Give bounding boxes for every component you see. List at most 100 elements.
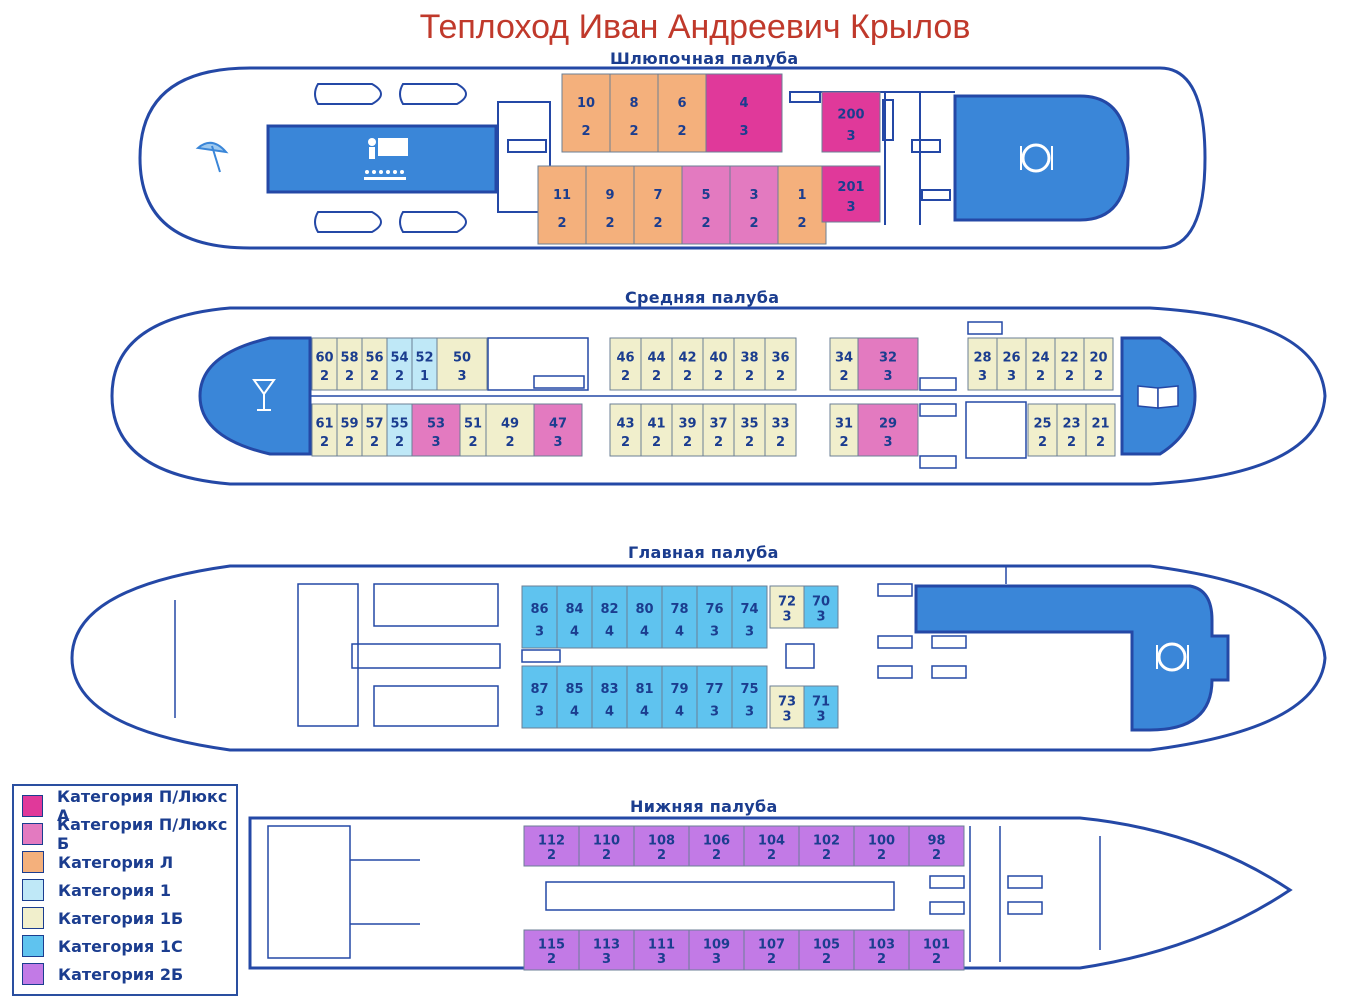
cabin-fill bbox=[688, 825, 745, 867]
cabin-number: 26 bbox=[1002, 350, 1020, 365]
cabin-79[interactable]: 794 bbox=[661, 665, 698, 729]
cabin-1[interactable]: 12 bbox=[777, 165, 827, 245]
cabin-number: 3 bbox=[749, 188, 758, 203]
cabin-21[interactable]: 212 bbox=[1085, 403, 1116, 457]
cabin-54[interactable]: 542 bbox=[386, 337, 413, 391]
cabin-77[interactable]: 773 bbox=[696, 665, 733, 729]
cabin-40[interactable]: 402 bbox=[702, 337, 735, 391]
cabin-11[interactable]: 112 bbox=[537, 165, 587, 245]
cabin-71[interactable]: 713 bbox=[803, 685, 839, 729]
cabin-fill bbox=[633, 929, 690, 971]
cabin-25[interactable]: 252 bbox=[1027, 403, 1058, 457]
cabin-number: 28 bbox=[973, 350, 991, 365]
cabin-53[interactable]: 533 bbox=[411, 403, 461, 457]
cabin-22[interactable]: 222 bbox=[1054, 337, 1085, 391]
cabin-5[interactable]: 52 bbox=[681, 165, 731, 245]
cabin-82[interactable]: 824 bbox=[591, 585, 628, 649]
cabin-85[interactable]: 854 bbox=[556, 665, 593, 729]
cabin-28[interactable]: 283 bbox=[967, 337, 998, 391]
cabin-42[interactable]: 422 bbox=[671, 337, 704, 391]
cabin-55[interactable]: 552 bbox=[386, 403, 413, 457]
legend-item: Категория 1Б bbox=[22, 906, 183, 930]
cabin-47[interactable]: 473 bbox=[533, 403, 583, 457]
cabin-fill bbox=[661, 585, 698, 649]
cabin-berths: 2 bbox=[839, 435, 848, 450]
cabin-38[interactable]: 382 bbox=[733, 337, 766, 391]
cabin-39[interactable]: 392 bbox=[671, 403, 704, 457]
cabin-24[interactable]: 242 bbox=[1025, 337, 1056, 391]
cabin-41[interactable]: 412 bbox=[640, 403, 673, 457]
cabin-74[interactable]: 743 bbox=[731, 585, 768, 649]
cabin-berths: 3 bbox=[816, 710, 825, 725]
cabin-51[interactable]: 512 bbox=[459, 403, 487, 457]
cabin-6[interactable]: 62 bbox=[657, 73, 707, 153]
cabin-berths: 2 bbox=[657, 848, 666, 863]
cabin-37[interactable]: 372 bbox=[702, 403, 735, 457]
cabin-57[interactable]: 572 bbox=[361, 403, 388, 457]
cabin-43[interactable]: 432 bbox=[609, 403, 642, 457]
cabin-46[interactable]: 462 bbox=[609, 337, 642, 391]
cabin-56[interactable]: 562 bbox=[361, 337, 388, 391]
cabin-fill bbox=[967, 337, 998, 391]
cabin-23[interactable]: 232 bbox=[1056, 403, 1087, 457]
cabin-72[interactable]: 723 bbox=[769, 585, 805, 629]
cabin-75[interactable]: 753 bbox=[731, 665, 768, 729]
cabin-34[interactable]: 342 bbox=[829, 337, 859, 391]
cabin-60[interactable]: 602 bbox=[311, 337, 338, 391]
cabin-31[interactable]: 312 bbox=[829, 403, 859, 457]
cabin-98[interactable]: 982 bbox=[908, 825, 965, 867]
cabin-44[interactable]: 442 bbox=[640, 337, 673, 391]
cabin-4[interactable]: 43 bbox=[705, 73, 783, 153]
cabin-83[interactable]: 834 bbox=[591, 665, 628, 729]
cabin-3[interactable]: 32 bbox=[729, 165, 779, 245]
cabin-number: 33 bbox=[771, 416, 789, 431]
cabin-7[interactable]: 72 bbox=[633, 165, 683, 245]
cabin-73[interactable]: 733 bbox=[769, 685, 805, 729]
cabin-32[interactable]: 323 bbox=[857, 337, 919, 391]
cabin-50[interactable]: 503 bbox=[436, 337, 488, 391]
cabin-berths: 2 bbox=[468, 435, 477, 450]
cabin-33[interactable]: 332 bbox=[764, 403, 797, 457]
cabin-10[interactable]: 102 bbox=[561, 73, 611, 153]
cabin-35[interactable]: 352 bbox=[733, 403, 766, 457]
cabin-49[interactable]: 492 bbox=[485, 403, 535, 457]
cabin-76[interactable]: 763 bbox=[696, 585, 733, 649]
cabin-59[interactable]: 592 bbox=[336, 403, 363, 457]
cabin-81[interactable]: 814 bbox=[626, 665, 663, 729]
cabin-58[interactable]: 582 bbox=[336, 337, 363, 391]
cabin-80[interactable]: 804 bbox=[626, 585, 663, 649]
cabin-26[interactable]: 263 bbox=[996, 337, 1027, 391]
cabin-29[interactable]: 293 bbox=[857, 403, 919, 457]
cabin-9[interactable]: 92 bbox=[585, 165, 635, 245]
cabin-52[interactable]: 521 bbox=[411, 337, 438, 391]
cabin-8[interactable]: 82 bbox=[609, 73, 659, 153]
cabin-fill bbox=[731, 585, 768, 649]
cabin-70[interactable]: 703 bbox=[803, 585, 839, 629]
cabin-87[interactable]: 873 bbox=[521, 665, 558, 729]
cabin-61[interactable]: 612 bbox=[311, 403, 338, 457]
cabin-78[interactable]: 784 bbox=[661, 585, 698, 649]
cabin-84[interactable]: 844 bbox=[556, 585, 593, 649]
legend-item: Категория 2Б bbox=[22, 962, 183, 986]
cabin-20[interactable]: 202 bbox=[1083, 337, 1114, 391]
cabin-36[interactable]: 362 bbox=[764, 337, 797, 391]
middle-deck-structure bbox=[310, 321, 1122, 469]
cabin-86[interactable]: 863 bbox=[521, 585, 558, 649]
